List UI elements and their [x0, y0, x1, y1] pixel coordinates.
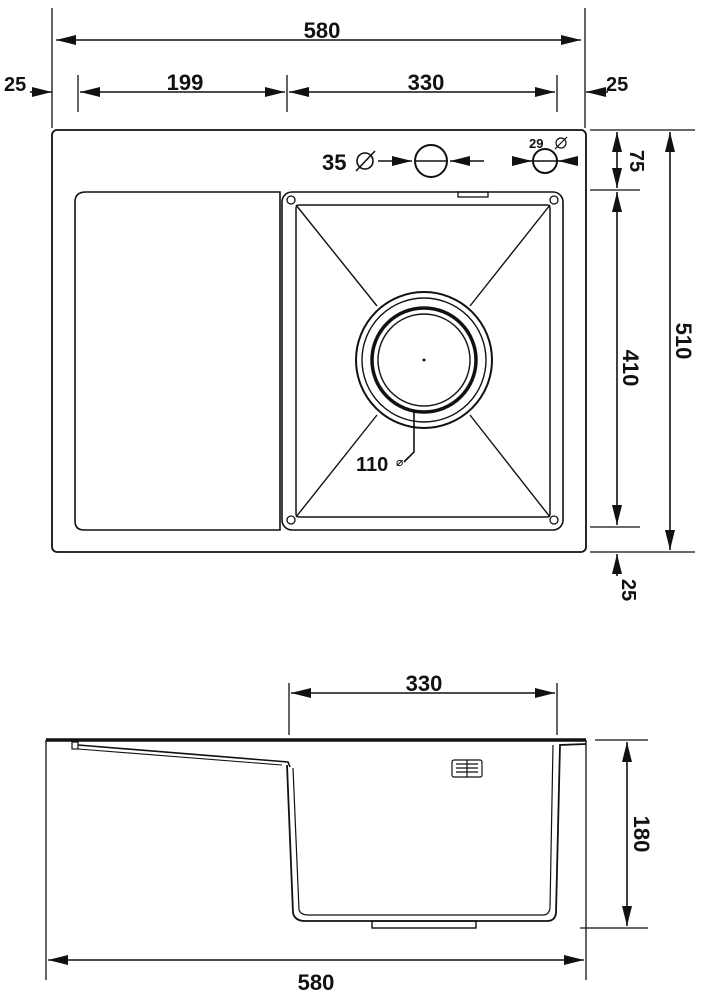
drain-outlet-section: [371, 920, 477, 929]
bowl-depth-label: 410: [618, 350, 643, 387]
drainboard-underside: [77, 748, 283, 766]
tap-hole-section: [71, 741, 79, 750]
side-view: 330 180 580: [45, 671, 654, 995]
drain-diameter-label: 110: [356, 454, 388, 476]
bowl-inner-wall: [295, 204, 551, 518]
top-view: 580 25 199 330 25: [4, 8, 696, 601]
diameter-symbol-icon: ⌀: [396, 455, 403, 469]
overall-width-label: 580: [304, 18, 341, 43]
left-margin-label: 25: [4, 74, 26, 96]
diameter-symbol-icon: [355, 150, 376, 172]
bowl-outer-rim: [281, 191, 564, 531]
bowl-section-outer: [286, 743, 587, 922]
bowl-slope-lines: [295, 204, 551, 518]
bowl-section-inner: [292, 744, 554, 916]
overflow-slots-icon: [451, 759, 483, 778]
bowl-corner-details: [286, 191, 559, 525]
tap-hole-label: 35: [322, 150, 346, 175]
sink-outline: [51, 129, 587, 553]
overall-depth-label: 510: [671, 323, 696, 360]
drainboard-width-label: 199: [167, 70, 204, 95]
accessory-hole-label: 29: [529, 136, 543, 151]
bowl-width-label: 330: [408, 70, 445, 95]
back-margin-label: 75: [625, 150, 647, 172]
drain-outlet: [355, 291, 493, 429]
bowl-height-label: 180: [629, 816, 654, 853]
side-extension-lines: [45, 683, 648, 980]
drainboard: [74, 191, 281, 531]
extension-lines: [51, 8, 695, 553]
side-overall-width-label: 580: [298, 970, 335, 995]
drain-leader-line: [403, 412, 415, 463]
diameter-symbol-icon: [554, 136, 568, 150]
front-margin-label: 25: [617, 579, 639, 601]
drainboard-section: [77, 744, 291, 768]
right-margin-label: 25: [606, 74, 628, 96]
side-bowl-width-label: 330: [406, 671, 443, 696]
